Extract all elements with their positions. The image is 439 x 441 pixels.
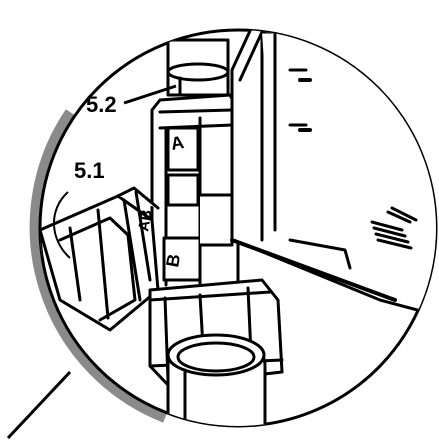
- port-a-marking: A: [169, 132, 185, 154]
- callout-5-1-leader: [53, 191, 71, 259]
- callout-5-1-label: 5.1: [74, 158, 105, 183]
- port-b-marking: B: [162, 252, 184, 268]
- callout-5-1: 5.1: [53, 158, 105, 259]
- callout-5-2-leader: [123, 84, 177, 105]
- bottom-pipe: [166, 333, 267, 426]
- valve-body: [150, 93, 240, 292]
- callout-5-2-label: 5.2: [86, 92, 117, 117]
- callout-5-2: 5.2: [86, 84, 177, 117]
- port-ab-marking: AB: [135, 208, 156, 232]
- top-pipe: [166, 38, 230, 97]
- actuator-grip: [370, 206, 418, 250]
- lens-leader-line: [6, 370, 72, 440]
